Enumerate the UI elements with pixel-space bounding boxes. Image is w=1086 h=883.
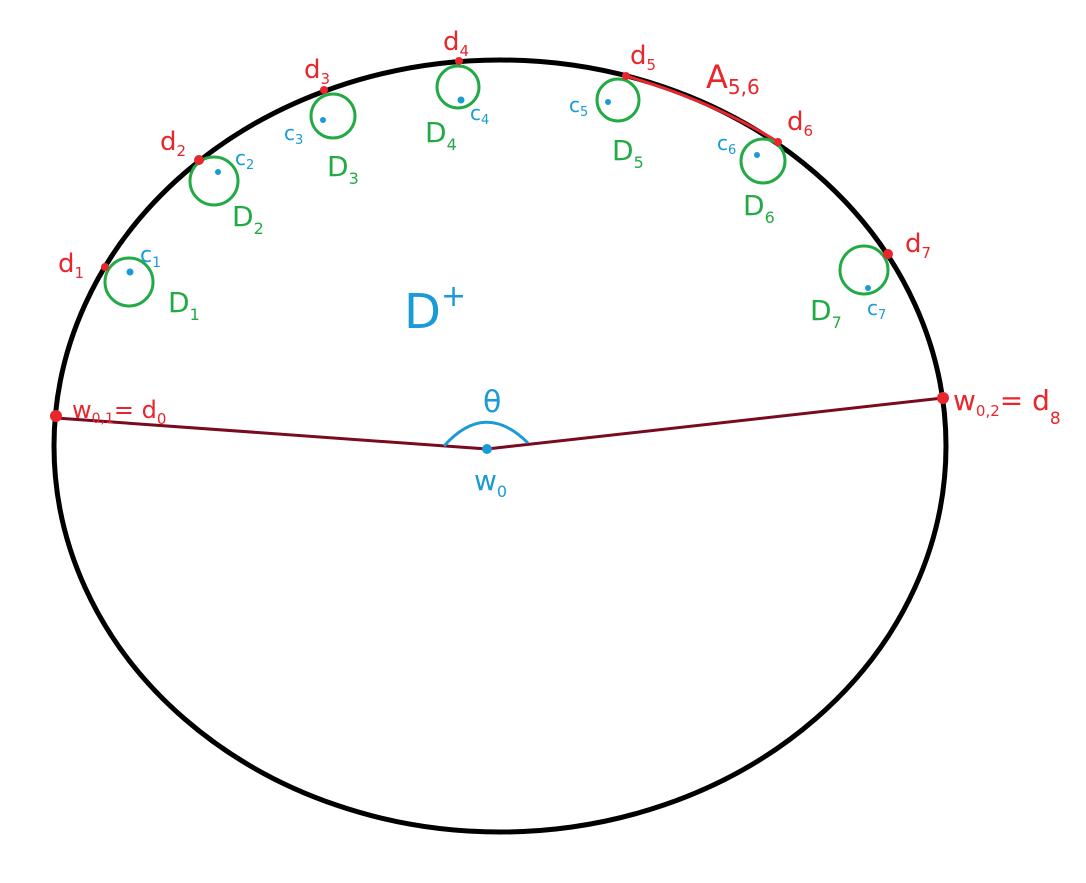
label-D4: D4 [425,116,457,154]
label-d7: d7 [905,229,931,262]
label-c7: c7 [867,296,886,323]
boundary-points [101,57,893,271]
center-c1 [126,268,134,276]
center-c2 [215,169,221,175]
label-d5: d5 [630,41,656,74]
disk-6 [739,137,787,185]
point-d3 [320,86,328,94]
w01-point [50,410,62,422]
center-c7 [865,285,871,291]
point-d5 [622,72,630,80]
point-d6 [774,138,782,146]
label-w0: w0 [474,464,507,501]
point-d7 [883,249,893,259]
outer-ellipse [51,57,949,835]
point-d2 [194,155,204,165]
label-d6: d6 [787,107,813,140]
disk-3 [309,92,357,140]
label-c3: c3 [284,121,303,148]
label-c5: c5 [569,93,588,120]
disk-4 [435,64,481,110]
center-c6 [754,152,760,158]
center-c5 [605,99,611,105]
label-D3: D3 [327,150,359,188]
w02-point [937,392,949,404]
label-D2: D2 [232,200,264,238]
angle-theta-arc [442,420,530,447]
label-theta: θ [483,385,501,420]
label-region-d-plus: D+ [404,279,466,340]
center-c3 [320,117,326,123]
w0-point [482,444,492,454]
label-d1: d1 [58,249,84,282]
label-d2: d2 [160,127,186,160]
label-D6: D6 [743,189,775,227]
point-d4 [455,57,463,65]
disk-1 [103,256,155,308]
disk-2 [188,155,240,207]
label-w02-d8: w0,2= d8 [953,384,1061,429]
center-c4 [457,96,465,104]
label-w01-d0: w0,1= d0 [72,396,166,428]
label-d3: d3 [304,55,330,88]
disk-5 [595,77,641,123]
label-D1: D1 [168,286,200,324]
segment-w0-w02 [486,396,944,451]
point-d1 [101,263,109,271]
label-c4: c4 [470,101,489,128]
segment-w0-w01 [55,416,488,451]
disks [103,64,890,308]
label-D5: D5 [612,134,644,172]
centers [126,96,871,291]
arc-a56 [625,74,779,144]
label-c2: c2 [235,146,254,173]
disk-7 [838,244,890,296]
label-D7: D7 [810,294,842,332]
label-c1: c1 [140,243,161,271]
label-d4: d4 [443,27,469,60]
label-arc-a56: A5,6 [706,58,760,99]
label-c6: c6 [717,131,736,158]
